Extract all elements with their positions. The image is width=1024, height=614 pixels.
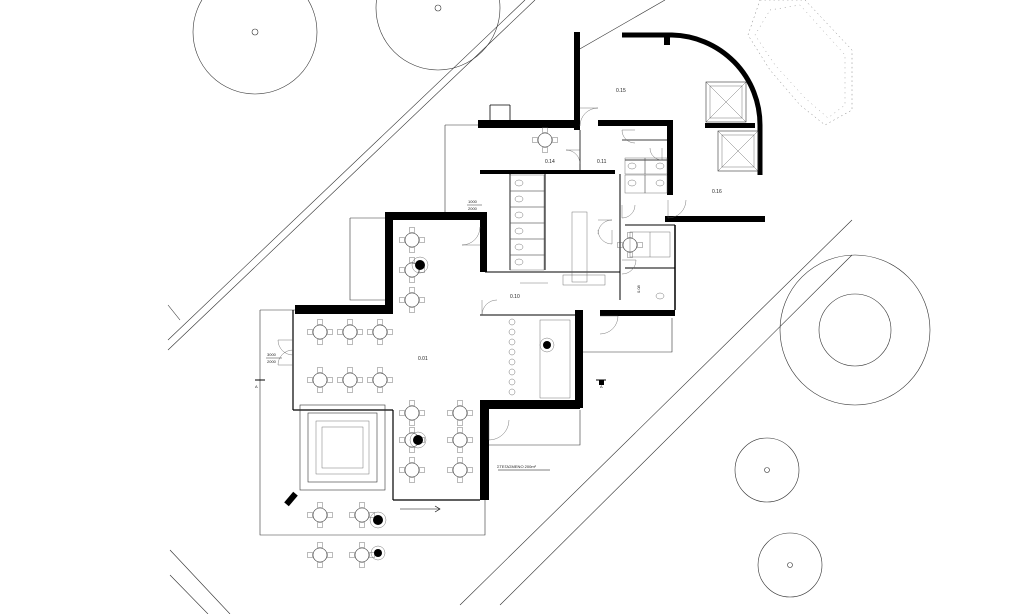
- table-with-chairs-icon: [532, 127, 558, 153]
- table-with-chairs-icon: [399, 400, 425, 426]
- room-labels: 0.01 0.10 0.11 0.14 0.15 0.16 0.08: [418, 88, 722, 362]
- table-with-chairs-icon: [447, 457, 473, 483]
- plant-icon: [539, 337, 555, 353]
- door-swing-icon: [481, 299, 498, 316]
- table-with-chairs-icon: [307, 542, 333, 568]
- door-swing-icon: [597, 219, 613, 235]
- door-swing-icon: [277, 349, 294, 366]
- dimension-mid-bottom: 2000: [468, 206, 478, 211]
- plants: [369, 256, 555, 561]
- planter-square: [299, 404, 386, 491]
- door-swing-icon: [565, 149, 581, 165]
- tree-canopy-icon: [192, 0, 318, 95]
- table-with-chairs-icon: [399, 287, 425, 313]
- ramp: [508, 318, 571, 399]
- doors: [277, 107, 687, 441]
- plant-icon: [370, 545, 386, 561]
- kitchen-counter: [520, 211, 606, 286]
- table-with-chairs-icon: [399, 457, 425, 483]
- room-label-011: 0.11: [597, 159, 607, 165]
- door-swing-icon: [579, 107, 599, 127]
- room-label-016: 0.16: [712, 189, 722, 195]
- door-swing-icon: [488, 419, 510, 441]
- table-with-chairs-icon: [349, 542, 375, 568]
- dimension-left-top: 3000: [267, 352, 277, 357]
- table-with-chairs-icon: [617, 232, 643, 258]
- room-label-008: 0.08: [636, 284, 641, 293]
- room-label-015: 0.15: [616, 88, 626, 94]
- table-with-chairs-icon: [447, 400, 473, 426]
- site-context: [167, 0, 931, 614]
- tree-canopy-icon: [757, 532, 823, 598]
- dimension-mid-top: 1000: [468, 199, 478, 204]
- tree-canopy-icon: [734, 437, 800, 503]
- door-swing-icon: [277, 339, 294, 356]
- table-with-chairs-icon: [337, 319, 363, 345]
- floor-note: ΣΤΕΓΑΣΜΕΝΟ 200m²: [497, 464, 537, 469]
- walls: [292, 32, 765, 501]
- section-marker-right: A: [600, 384, 603, 389]
- table-with-chairs-icon: [399, 227, 425, 253]
- wc-fixture-icon: [514, 162, 665, 300]
- door-swing-icon: [667, 199, 687, 219]
- room-label-001: 0.01: [418, 356, 428, 362]
- section-marker-left: A: [255, 384, 258, 389]
- room-label-010: 0.10: [510, 294, 520, 300]
- table-with-chairs-icon: [447, 427, 473, 453]
- door-swing-icon: [599, 315, 619, 335]
- table-with-chairs-icon: [307, 319, 333, 345]
- plant-icon: [411, 256, 429, 274]
- stair-arrow-icon: [400, 505, 441, 513]
- tree-canopy-icon: [375, 0, 501, 71]
- table-with-chairs-icon: [307, 367, 333, 393]
- room-label-014: 0.14: [545, 159, 555, 165]
- plant-icon: [369, 511, 387, 529]
- door-swing-icon: [621, 204, 636, 219]
- table-with-chairs-icon: [337, 367, 363, 393]
- table-with-chairs-icon: [367, 367, 393, 393]
- door-swing-icon: [621, 259, 637, 275]
- step-circles: [508, 318, 516, 396]
- stair-core: [705, 81, 759, 172]
- dimension-left-bottom: 2000: [267, 359, 277, 364]
- door-swing-icon: [461, 226, 481, 246]
- plant-icon: [409, 431, 427, 449]
- door-swing-icon: [621, 129, 636, 144]
- table-with-chairs-icon: [349, 502, 375, 528]
- tables: [307, 127, 643, 568]
- door-swing-icon: [597, 229, 613, 245]
- table-with-chairs-icon: [307, 502, 333, 528]
- wc-cubicles: [509, 157, 671, 300]
- dimension-labels: 3000 2000 1000 2000: [266, 199, 482, 364]
- door-swing-icon: [649, 147, 663, 161]
- tree-canopy-icon: [779, 254, 931, 406]
- table-with-chairs-icon: [367, 319, 393, 345]
